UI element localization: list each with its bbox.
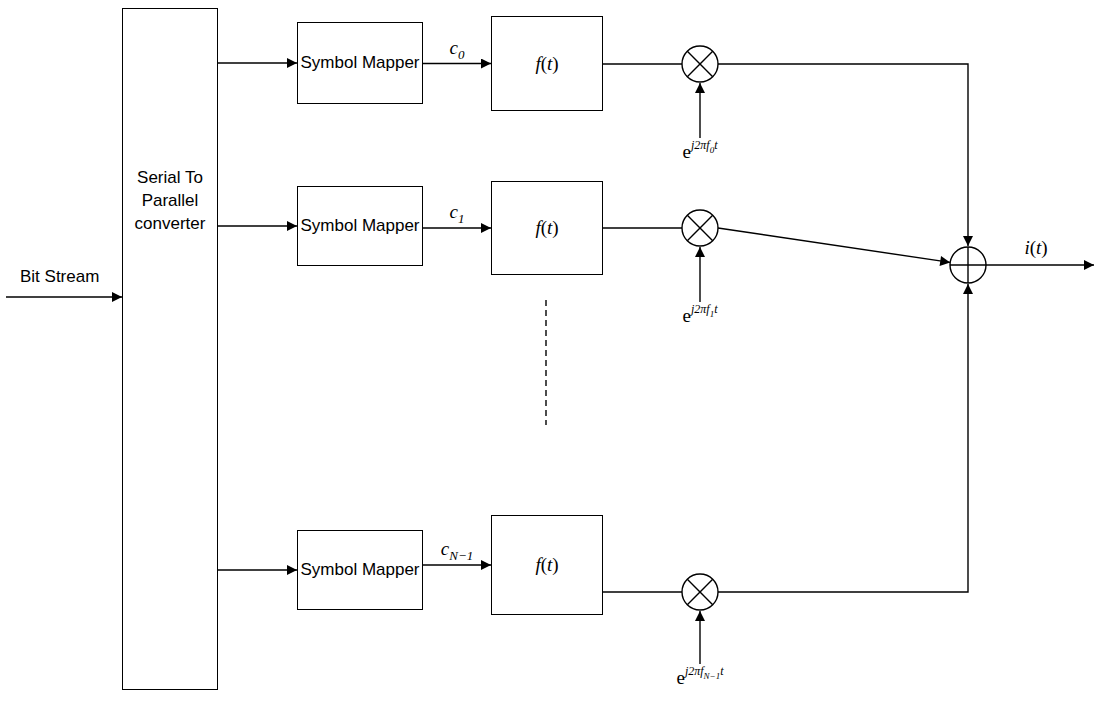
process-box: Symbol Mapper	[297, 530, 423, 610]
text-run: t	[1036, 237, 1041, 258]
text-run: (	[541, 53, 547, 74]
carrier-arrow	[699, 247, 700, 302]
connector-arrow	[423, 63, 491, 64]
filter-box: f(t)	[491, 181, 603, 275]
signal-name: i(t)	[1024, 236, 1047, 261]
text-run: )	[552, 53, 558, 74]
box-text: f(t)	[535, 215, 558, 241]
wire	[603, 63, 682, 64]
text-run: t	[720, 664, 723, 678]
process-box: Symbol Mapper	[297, 22, 423, 104]
text-run: j2πf	[685, 664, 704, 678]
sum-wire	[718, 64, 968, 246]
text-run: (	[541, 554, 547, 575]
text-run: e	[683, 305, 691, 326]
box-text: f(t)	[535, 552, 558, 578]
box-text: Symbol Mapper	[300, 559, 419, 582]
process-box: Symbol Mapper	[297, 186, 423, 266]
connector-arrow	[218, 569, 297, 570]
filter-box: f(t)	[491, 515, 603, 615]
text-run: N−1	[449, 548, 473, 563]
box-text: f(t)	[535, 51, 558, 77]
text-run: N−1	[704, 671, 721, 681]
multiplier-symbol	[682, 210, 718, 246]
sum-wire	[718, 228, 950, 262]
wire	[603, 591, 682, 592]
adder-symbol	[950, 247, 986, 283]
sum-wire	[718, 284, 968, 592]
symbol-label: c0	[448, 37, 467, 60]
text-run: )	[552, 217, 558, 238]
connector-arrow	[423, 227, 491, 228]
text-run: 1	[458, 211, 465, 226]
connector-arrow	[218, 62, 297, 63]
text-run: i	[1024, 237, 1029, 258]
multiplier-symbol	[682, 574, 718, 610]
text-run: t	[714, 138, 717, 152]
text-run: (	[1030, 237, 1036, 258]
text-run: c	[450, 201, 458, 222]
text-run: j2πf	[691, 138, 710, 152]
box-text: Serial To Parallel converter	[135, 167, 206, 236]
filter-box: f(t)	[491, 16, 603, 111]
text-run: c	[441, 538, 449, 559]
symbol-label: c1	[448, 201, 467, 224]
box-text: Symbol Mapper	[300, 52, 419, 75]
carrier-arrow	[699, 611, 700, 664]
box-text: Symbol Mapper	[300, 215, 419, 238]
text-run: t	[547, 53, 552, 74]
text-run: 0	[458, 47, 465, 62]
text-run: c	[450, 37, 458, 58]
continuation-dashes	[545, 300, 546, 425]
carrier-label: ej2πf1t	[683, 304, 718, 329]
text-run: e	[676, 667, 684, 688]
connector-arrow	[218, 225, 297, 226]
wire	[603, 227, 682, 228]
input-arrow	[6, 296, 122, 297]
connector-arrow	[423, 564, 491, 565]
text-run: 1	[710, 309, 715, 319]
text-run: t	[547, 554, 552, 575]
signal-name: Bit Stream	[20, 266, 99, 288]
output-arrow	[986, 264, 1094, 265]
text-run: e	[683, 141, 691, 162]
text-run: )	[552, 554, 558, 575]
text-run: t	[547, 217, 552, 238]
carrier-label: ej2πfN−1t	[676, 666, 723, 691]
multiplier-symbol	[682, 46, 718, 82]
text-run: j2πf	[691, 302, 710, 316]
text-run: )	[1041, 237, 1047, 258]
converter-box: Serial To Parallel converter	[122, 8, 218, 690]
text-run: f	[535, 217, 540, 238]
text-run: 0	[710, 145, 715, 155]
text-run: f	[535, 554, 540, 575]
carrier-arrow	[699, 83, 700, 138]
carrier-label: ej2πf0t	[683, 140, 718, 165]
text-run: (	[541, 217, 547, 238]
text-run: f	[535, 53, 540, 74]
text-run: t	[714, 302, 717, 316]
symbol-label: cN−1	[439, 538, 475, 561]
